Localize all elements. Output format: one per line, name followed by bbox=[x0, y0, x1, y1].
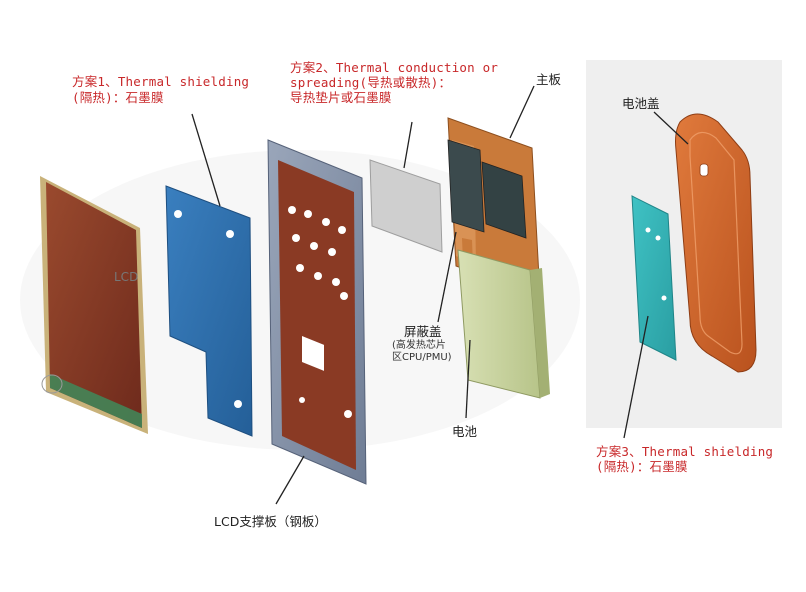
scheme3-label-line1: 方案3、Thermal shielding bbox=[596, 444, 774, 459]
pointer-lines bbox=[191, 85, 689, 505]
graphite-film-scheme1 bbox=[165, 185, 253, 437]
pointer-lcd-support bbox=[275, 455, 305, 505]
lcd-label: LCD bbox=[114, 270, 139, 284]
graphite-film-scheme3 bbox=[631, 195, 677, 361]
scheme2-label-line3: 导热垫片或石墨膜 bbox=[290, 90, 392, 105]
battery-cover-label: 电池盖 bbox=[622, 96, 660, 111]
scheme3-label-line2: (隔热)：石墨膜 bbox=[596, 459, 688, 474]
battery-label: 电池 bbox=[452, 424, 478, 439]
battery-cover bbox=[675, 113, 757, 373]
pointer-scheme1 bbox=[191, 113, 221, 207]
pointer-scheme2 bbox=[403, 121, 413, 169]
lcd-support-steel-frame bbox=[267, 139, 367, 485]
scheme2-label-line2: spreading(导热或散热)： bbox=[290, 75, 452, 90]
pointer-battery-cover bbox=[653, 111, 689, 145]
shield-note-line1: (高发热芯片 bbox=[392, 340, 446, 351]
battery bbox=[457, 249, 550, 399]
lcd-support-label: LCD支撑板（钢板） bbox=[214, 514, 327, 529]
thermal-pad bbox=[369, 159, 443, 253]
shield-cover bbox=[447, 139, 527, 239]
scheme1-label-line2: (隔热)：石墨膜 bbox=[72, 90, 164, 105]
pointer-battery bbox=[465, 339, 471, 419]
lcd-panel bbox=[40, 176, 148, 434]
pointer-scheme3 bbox=[623, 315, 649, 439]
scheme1-label-line1: 方案1、Thermal shielding bbox=[72, 74, 250, 89]
pointer-shield-cover bbox=[437, 231, 457, 323]
scheme2-label-line1: 方案2、Thermal conduction or bbox=[290, 60, 499, 75]
mainboard-label: 主板 bbox=[536, 72, 562, 87]
shield-cover-label: 屏蔽盖 bbox=[404, 324, 442, 339]
pointer-mainboard bbox=[509, 85, 535, 139]
shield-note-line2: 区CPU/PMU) bbox=[392, 352, 452, 363]
